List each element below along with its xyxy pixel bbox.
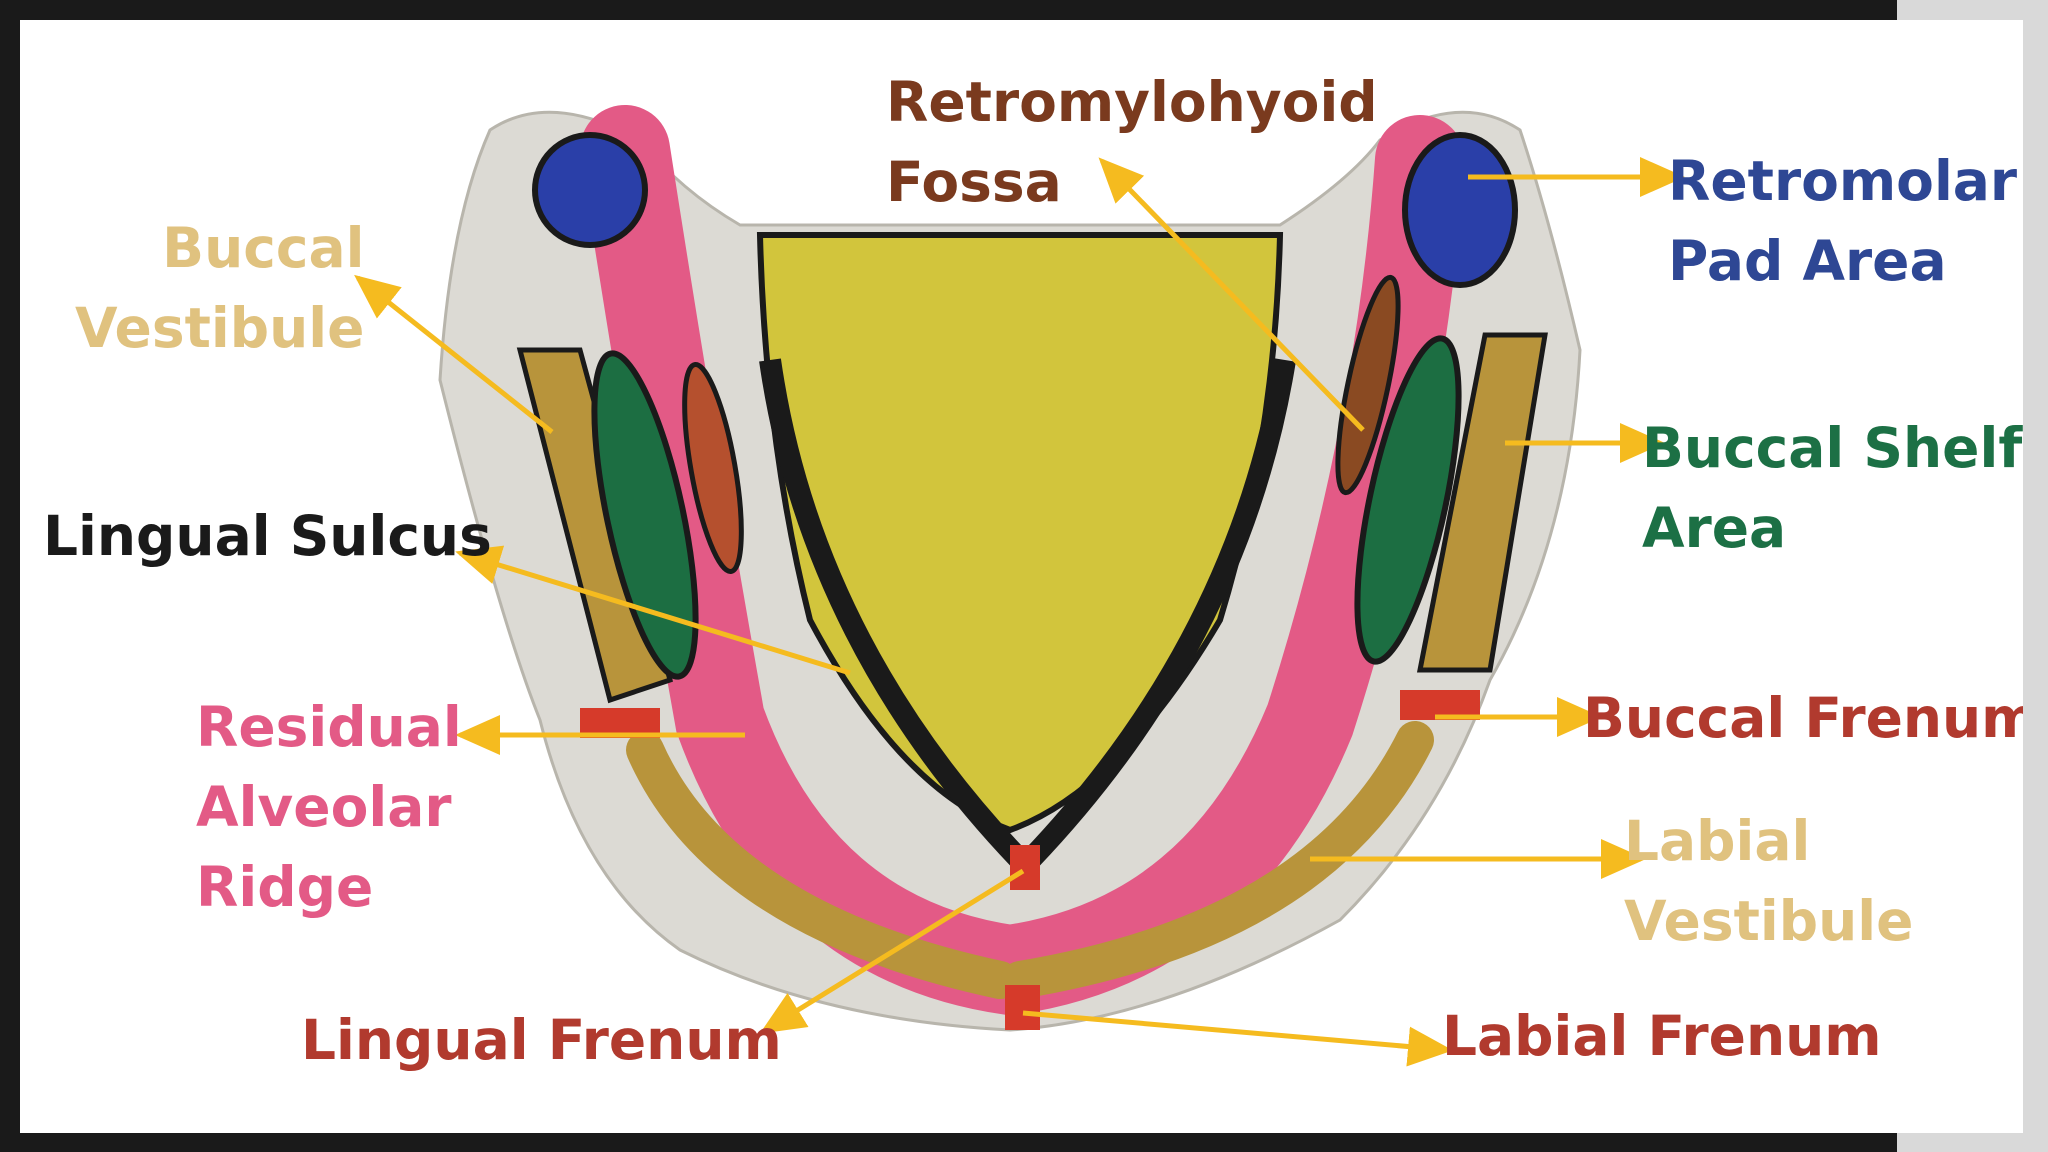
label-lingual-frenum: Lingual Frenum: [301, 1000, 782, 1080]
label-residual-alveolar-ridge-line1: Residual: [196, 687, 462, 767]
label-lingual-frenum-line1: Lingual Frenum: [301, 1000, 782, 1080]
label-labial-vestibule-line1: Labial: [1624, 801, 1913, 881]
label-labial-vestibule-line2: Vestibule: [1624, 881, 1913, 961]
arrow-labial-frenum: [1023, 1013, 1448, 1050]
retromolar-pad-right: [1405, 135, 1515, 285]
label-lingual-sulcus-line1: Lingual Sulcus: [43, 496, 492, 576]
lingual-frenum-mark: [1010, 845, 1040, 890]
label-buccal-shelf-area-line2: Area: [1642, 488, 2022, 568]
label-lingual-sulcus: Lingual Sulcus: [43, 496, 492, 576]
label-labial-frenum: Labial Frenum: [1442, 996, 1882, 1076]
label-labial-vestibule: Labial Vestibule: [1624, 801, 1913, 961]
label-retromolar-pad-area-line1: Retromolar: [1668, 141, 2017, 221]
label-retromylohyoid-fossa: Retromylohyoid Fossa: [886, 62, 1378, 222]
slide-canvas: Buccal Vestibule Retromylohyoid Fossa Re…: [20, 20, 2023, 1133]
label-buccal-vestibule-line1: Buccal: [75, 208, 364, 288]
label-buccal-vestibule-line2: Vestibule: [75, 288, 364, 368]
label-residual-alveolar-ridge-line3: Ridge: [196, 847, 462, 927]
label-buccal-shelf-area-line1: Buccal Shelf: [1642, 408, 2022, 488]
label-buccal-frenum-line1: Buccal Frenum: [1583, 678, 2023, 758]
retromolar-pad-left: [535, 135, 645, 245]
label-retromolar-pad-area: Retromolar Pad Area: [1668, 141, 2017, 301]
labial-frenum-mark: [1005, 985, 1040, 1030]
label-buccal-vestibule: Buccal Vestibule: [75, 208, 364, 368]
label-residual-alveolar-ridge: Residual Alveolar Ridge: [196, 687, 462, 927]
label-retromylohyoid-fossa-line2: Fossa: [886, 142, 1378, 222]
label-buccal-frenum: Buccal Frenum: [1583, 678, 2023, 758]
label-residual-alveolar-ridge-line2: Alveolar: [196, 767, 462, 847]
label-retromolar-pad-area-line2: Pad Area: [1668, 221, 2017, 301]
label-retromylohyoid-fossa-line1: Retromylohyoid: [886, 62, 1378, 142]
label-buccal-shelf-area: Buccal Shelf Area: [1642, 408, 2022, 568]
label-labial-frenum-line1: Labial Frenum: [1442, 996, 1882, 1076]
